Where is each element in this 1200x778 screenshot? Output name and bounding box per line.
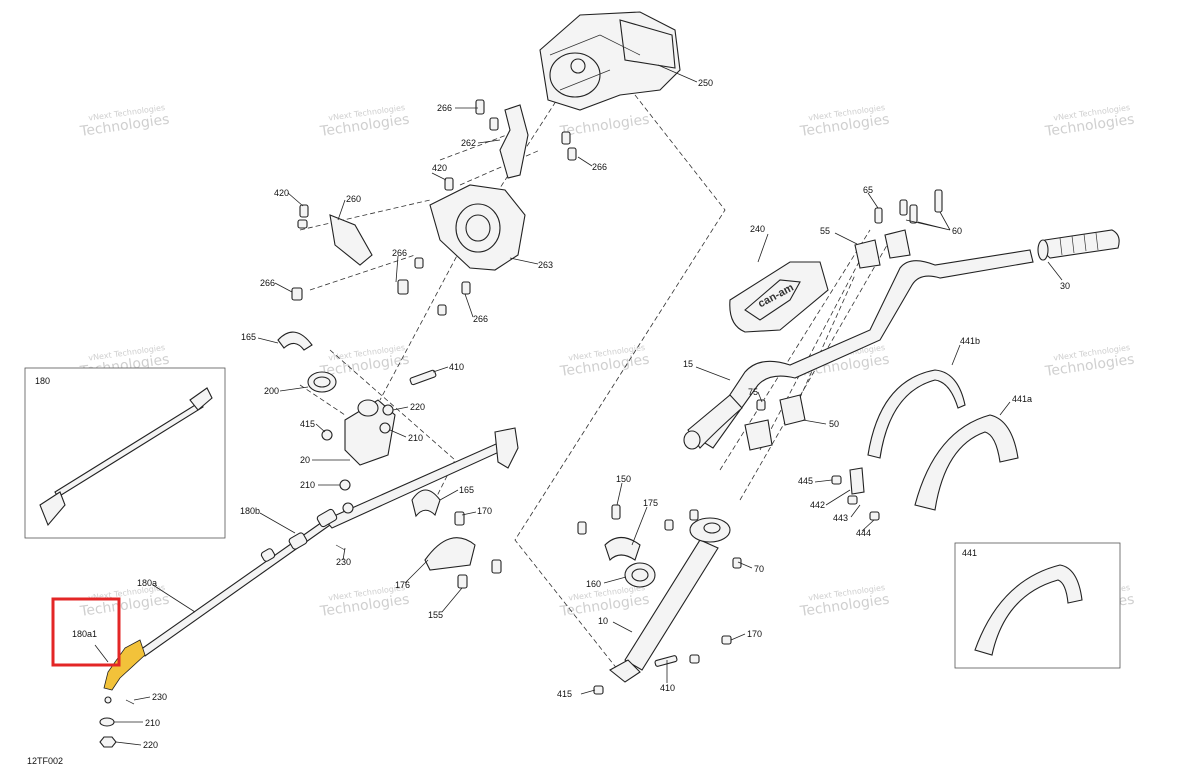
label-415: 415 <box>557 689 572 699</box>
steering-column <box>577 504 742 695</box>
label-443: 443 <box>833 513 848 523</box>
label-20: 20 <box>300 455 310 465</box>
inset-box-441: 441 <box>954 542 1121 669</box>
label-160: 160 <box>586 579 601 589</box>
label-180: 180 <box>35 376 50 386</box>
part-labels: 250 266 262 266 420 420 260 266 266 263 … <box>137 78 1070 750</box>
watermark: vNext Technologies Technologies <box>1043 103 1135 140</box>
label-180a1: 180a1 <box>72 629 97 639</box>
bracket-260 <box>329 214 373 266</box>
hand-guards <box>831 369 1019 521</box>
label-441b: 441b <box>960 336 980 346</box>
label-200: 200 <box>264 386 279 396</box>
label-170: 170 <box>747 629 762 639</box>
watermark: vNext Technologies Technologies <box>318 103 410 140</box>
handlebar-pad-240: can-am <box>729 261 829 333</box>
label-262: 262 <box>461 138 476 148</box>
label-230: 230 <box>152 692 167 702</box>
label-441: 441 <box>962 548 977 558</box>
pitman-arm-assembly <box>277 331 437 491</box>
label-176: 176 <box>395 580 410 590</box>
svg-text:Technologies: Technologies <box>558 112 650 141</box>
label-70: 70 <box>754 564 764 574</box>
bracket-262 <box>499 104 529 179</box>
label-170: 170 <box>477 506 492 516</box>
watermark: vNext Technologies Technologies <box>558 583 650 620</box>
label-210: 210 <box>408 433 423 443</box>
inset-box-180: 180 <box>24 367 226 539</box>
label-263: 263 <box>538 260 553 270</box>
label-410: 410 <box>660 683 675 693</box>
watermark: vNext Technologies Technologies <box>78 583 170 620</box>
label-442: 442 <box>810 500 825 510</box>
watermarks: vNext Technologies Technologies vNext Te… <box>78 103 1135 620</box>
label-250: 250 <box>698 78 713 88</box>
label-420: 420 <box>432 163 447 173</box>
handlebar <box>683 229 1120 450</box>
label-420: 420 <box>274 188 289 198</box>
label-266: 266 <box>260 278 275 288</box>
label-220: 220 <box>410 402 425 412</box>
highlighted-ball-joint-180a1 <box>103 639 146 691</box>
label-10: 10 <box>598 616 608 626</box>
tie-rod-main <box>99 427 519 748</box>
label-75: 75 <box>748 387 758 397</box>
label-55: 55 <box>820 226 830 236</box>
label-165: 165 <box>241 332 256 342</box>
mount-plate-263 <box>429 184 526 271</box>
bolts-upper <box>291 99 577 316</box>
watermark: vNext Technologies Technologies <box>558 343 650 380</box>
label-444: 444 <box>856 528 871 538</box>
label-155: 155 <box>428 610 443 620</box>
label-260: 260 <box>346 194 361 204</box>
handlebar-clamps <box>744 189 943 451</box>
watermark: vNext Technologies Technologies <box>798 583 890 620</box>
label-230: 230 <box>336 557 351 567</box>
watermark: vNext Technologies Technologies <box>798 103 890 140</box>
label-150: 150 <box>616 474 631 484</box>
label-60: 60 <box>952 226 962 236</box>
highlight-box: 180a1 <box>51 597 121 667</box>
label-415: 415 <box>300 419 315 429</box>
label-175: 175 <box>643 498 658 508</box>
label-15: 15 <box>683 359 693 369</box>
label-410: 410 <box>449 362 464 372</box>
power-steering-motor <box>539 11 681 111</box>
label-180b: 180b <box>240 506 260 516</box>
clamp-parts <box>411 489 502 589</box>
leader-lines <box>114 64 1063 746</box>
label-165: 165 <box>459 485 474 495</box>
label-266: 266 <box>592 162 607 172</box>
label-445: 445 <box>798 476 813 486</box>
label-65: 65 <box>863 185 873 195</box>
label-210: 210 <box>145 718 160 728</box>
label-266: 266 <box>392 248 407 258</box>
label-240: 240 <box>750 224 765 234</box>
label-30: 30 <box>1060 281 1070 291</box>
label-180a: 180a <box>137 578 157 588</box>
label-266: 266 <box>437 103 452 113</box>
label-266: 266 <box>473 314 488 324</box>
label-50: 50 <box>829 419 839 429</box>
watermark: vNext Technologies Technologies <box>1043 343 1135 380</box>
watermark: vNext Technologies Technologies <box>78 103 170 140</box>
label-220: 220 <box>143 740 158 750</box>
label-210: 210 <box>300 480 315 490</box>
watermark: Technologies <box>558 112 650 141</box>
diagram-code: 12TF002 <box>27 756 63 766</box>
label-441a: 441a <box>1012 394 1032 404</box>
